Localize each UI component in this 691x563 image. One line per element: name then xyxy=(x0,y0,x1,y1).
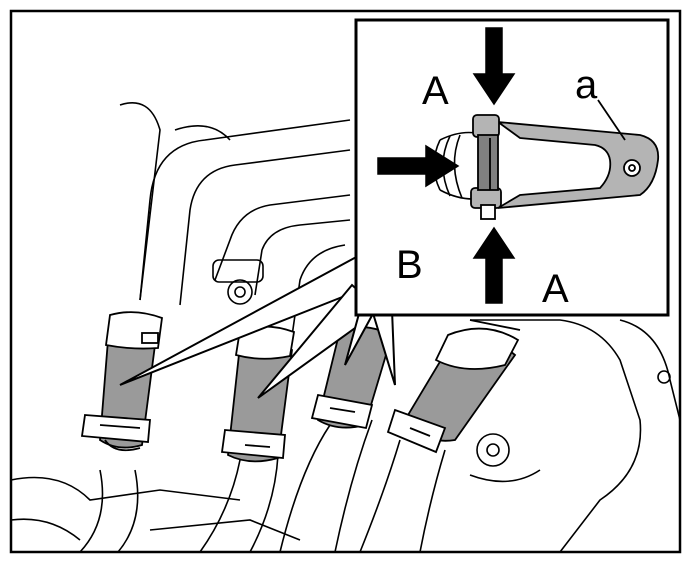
label-a-leader xyxy=(597,99,626,141)
arrow-top-down xyxy=(472,27,516,106)
label-A-bottom: A xyxy=(542,267,569,311)
label-A-top: A xyxy=(422,69,449,113)
clamp-pliers-tool xyxy=(470,114,660,220)
arrow-bottom-up xyxy=(472,226,516,304)
label-B: B xyxy=(396,243,423,287)
hose-left xyxy=(80,311,163,452)
hose-right xyxy=(386,319,521,454)
arrow-left-right xyxy=(377,144,460,188)
label-a: a xyxy=(575,63,598,107)
detail-inset: a A B A xyxy=(354,18,670,317)
engine-background xyxy=(10,102,681,553)
hose-second xyxy=(220,325,296,463)
